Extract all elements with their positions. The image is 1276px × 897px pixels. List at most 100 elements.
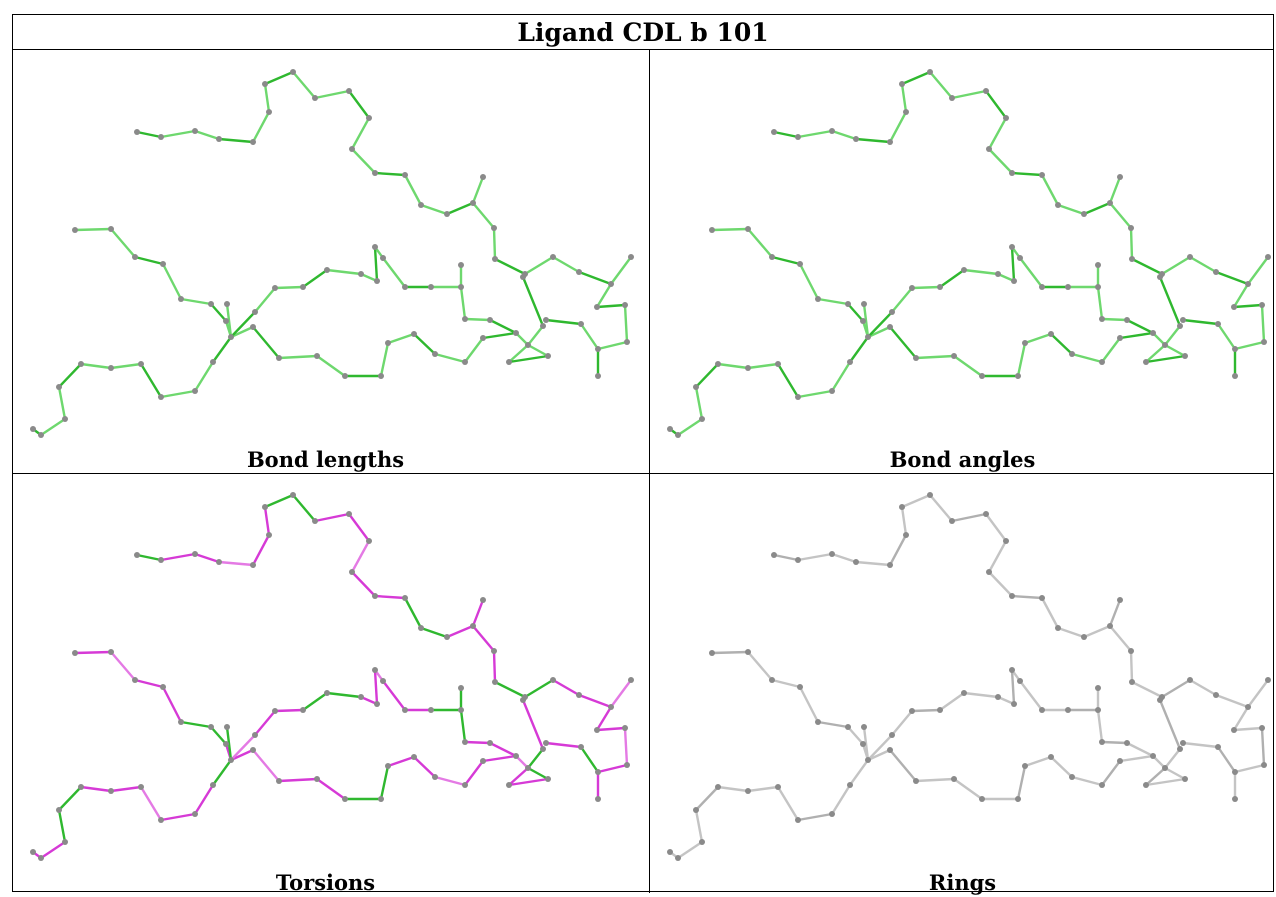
bond <box>412 332 437 356</box>
bond <box>79 362 113 370</box>
bond <box>209 725 228 746</box>
bond <box>710 650 750 655</box>
bond <box>507 354 550 364</box>
bond <box>1188 255 1218 274</box>
atom <box>1245 281 1251 287</box>
bond <box>962 268 1000 276</box>
atom <box>1232 373 1238 379</box>
atom <box>624 762 630 768</box>
bond <box>381 256 407 289</box>
bond <box>521 698 545 751</box>
atom <box>594 727 600 733</box>
atom <box>1065 707 1071 713</box>
bond <box>772 130 800 139</box>
bond <box>445 201 475 216</box>
atom <box>1215 321 1221 327</box>
bond <box>1096 708 1104 744</box>
atom <box>520 274 526 280</box>
atom <box>314 353 320 359</box>
bond <box>526 766 550 781</box>
bond <box>251 110 271 144</box>
atom <box>715 361 721 367</box>
bond <box>381 679 407 712</box>
bond <box>315 354 347 378</box>
bond <box>596 763 629 774</box>
bond <box>609 255 633 286</box>
bond <box>159 552 197 562</box>
atom <box>949 518 955 524</box>
atom <box>1011 701 1017 707</box>
bond <box>225 725 233 762</box>
atom <box>775 361 781 367</box>
atom <box>428 284 434 290</box>
bond <box>1163 766 1187 781</box>
atom <box>865 757 871 763</box>
atom <box>699 839 705 845</box>
atom <box>1003 538 1009 544</box>
bond <box>109 785 143 793</box>
bond <box>373 171 407 177</box>
atom <box>937 707 943 713</box>
bond <box>488 741 518 758</box>
bond <box>1082 624 1112 639</box>
bond <box>623 726 629 767</box>
atom <box>491 648 497 654</box>
bond <box>694 385 704 421</box>
bond <box>716 362 750 370</box>
bond <box>890 286 914 314</box>
horizontal-divider <box>13 473 1273 474</box>
atom <box>1069 774 1075 780</box>
bond <box>848 758 870 787</box>
atom <box>342 796 348 802</box>
atom <box>138 361 144 367</box>
bond <box>1118 754 1155 763</box>
bond <box>159 129 197 139</box>
atom <box>913 778 919 784</box>
bond <box>135 130 163 139</box>
bond <box>848 335 870 364</box>
atom <box>108 649 114 655</box>
atom <box>276 355 282 361</box>
atom <box>506 359 512 365</box>
atom <box>595 769 601 775</box>
atom <box>56 384 62 390</box>
bond <box>796 389 834 399</box>
caption-bond-lengths: Bond lengths <box>246 447 405 472</box>
bond <box>1016 764 1027 801</box>
bond <box>1158 275 1182 328</box>
atom <box>795 134 801 140</box>
bond <box>481 754 518 763</box>
bond <box>1100 336 1122 364</box>
atom <box>771 129 777 135</box>
bond <box>251 748 281 783</box>
bond <box>676 417 704 437</box>
atom <box>411 754 417 760</box>
bond <box>1108 175 1122 205</box>
bond <box>211 335 233 364</box>
atom <box>349 569 355 575</box>
bond <box>193 129 221 141</box>
atom <box>132 677 138 683</box>
atom <box>769 677 775 683</box>
bond <box>1056 203 1086 216</box>
bond <box>433 775 467 787</box>
atom <box>845 301 851 307</box>
atom <box>887 139 893 145</box>
atom <box>1180 740 1186 746</box>
atom <box>1107 200 1113 206</box>
atom <box>108 788 114 794</box>
bond <box>1130 680 1164 699</box>
bond <box>900 82 908 114</box>
bond <box>596 340 629 351</box>
bond <box>471 175 485 205</box>
bond <box>1108 624 1133 653</box>
bond <box>830 129 858 141</box>
bond <box>373 668 379 706</box>
bond <box>1023 755 1053 768</box>
bond <box>1125 318 1155 335</box>
atom <box>462 316 468 322</box>
atom <box>594 304 600 310</box>
bond <box>419 626 449 639</box>
bond <box>830 783 852 816</box>
atom <box>228 757 234 763</box>
